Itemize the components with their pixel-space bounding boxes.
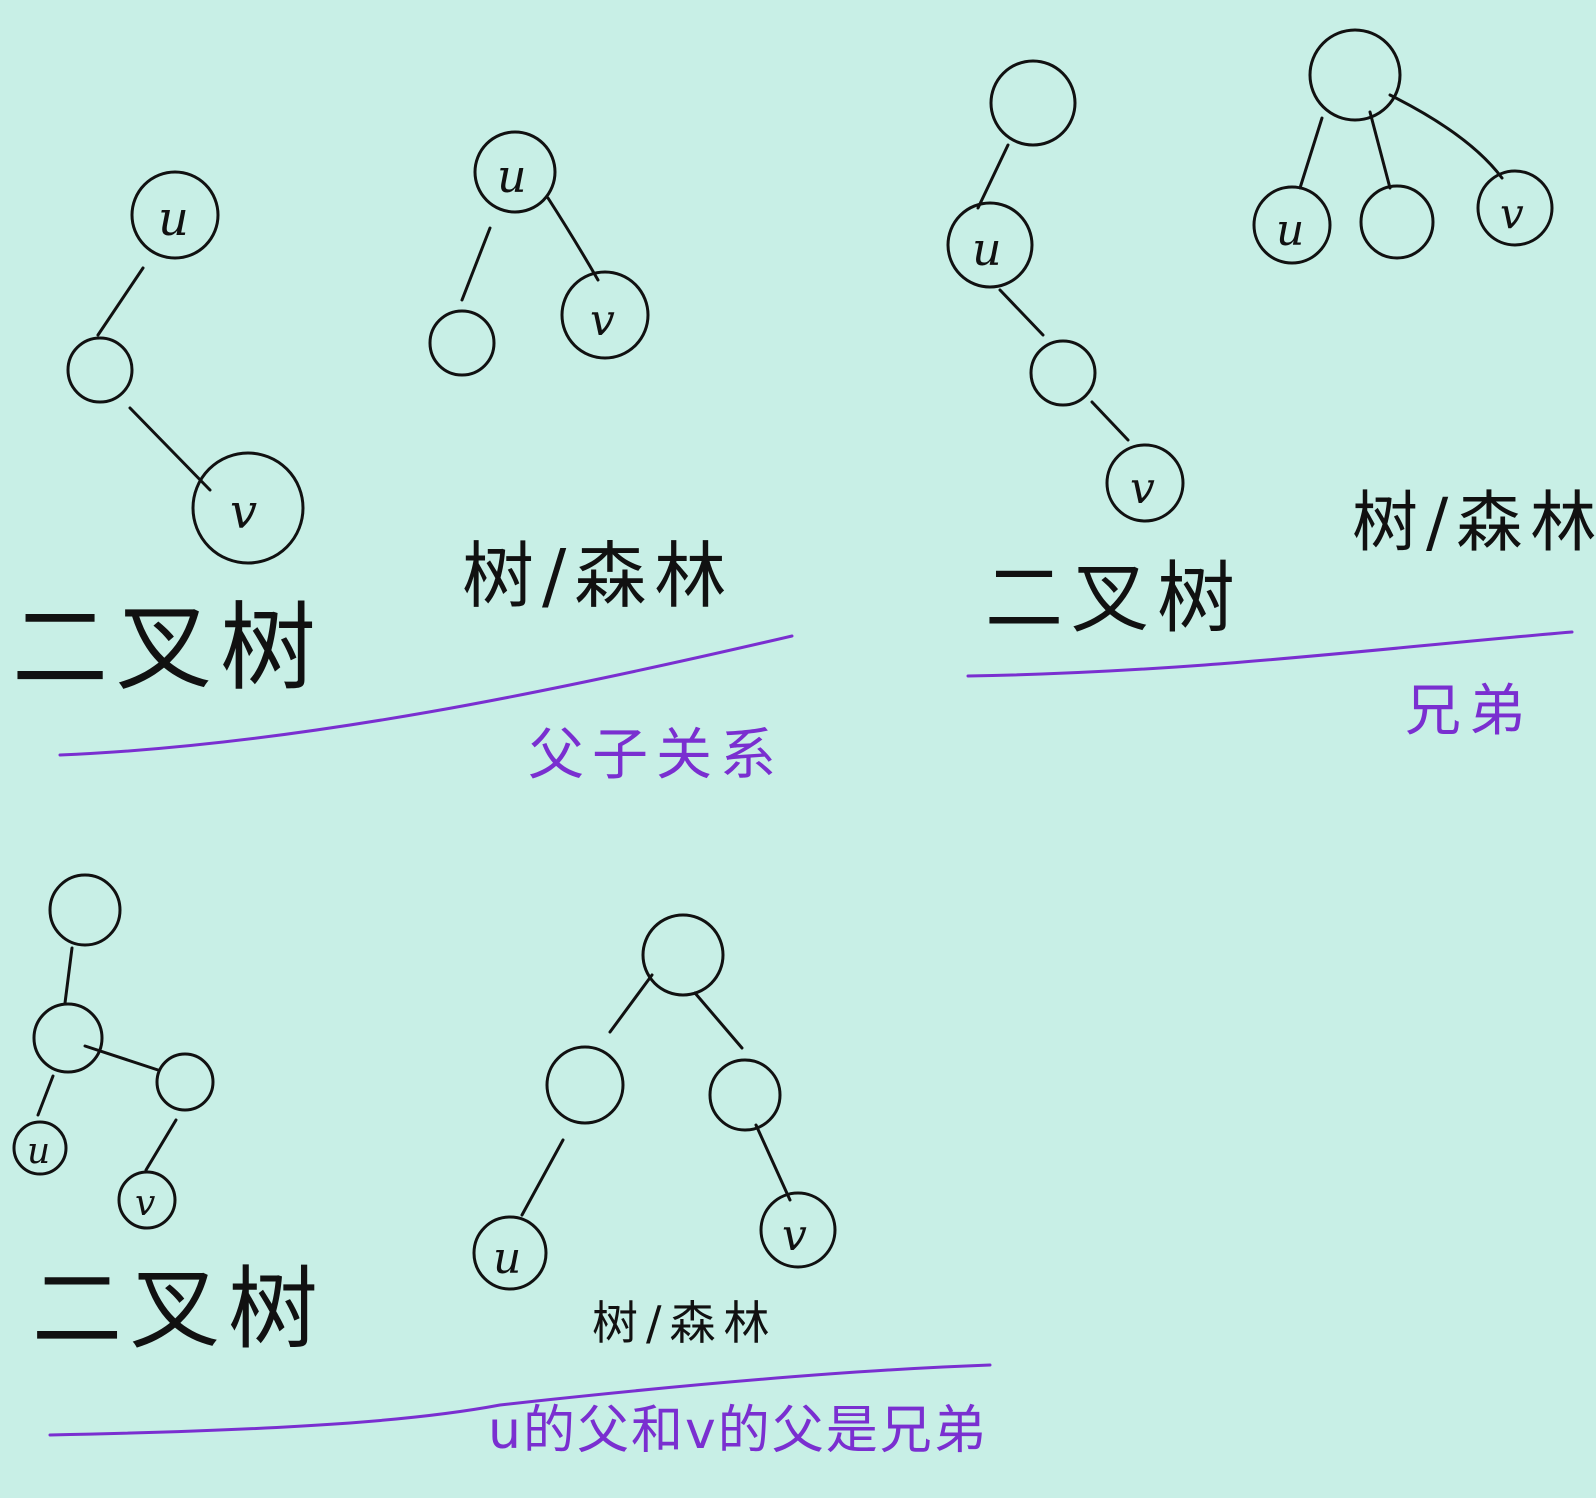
- edge-root-to-u: [1298, 116, 1324, 190]
- section3-relation-label: u的父和v的父是兄弟: [488, 1401, 988, 1461]
- node-v-label: v: [782, 1210, 807, 1261]
- node-v-label: v: [1130, 463, 1155, 514]
- node-right: [708, 1058, 782, 1132]
- node-u-label: u: [1276, 205, 1304, 256]
- edge-root-to-middle: [1368, 110, 1392, 190]
- edge-root-to-right: [693, 991, 744, 1050]
- section2-tree-forest-caption: 树/森林: [1352, 484, 1596, 561]
- section1-tree-forest-caption: 树/森林: [462, 534, 735, 618]
- node-middle: [32, 1002, 104, 1074]
- section2-tree-forest: u v: [1252, 28, 1554, 265]
- node-root: [1308, 28, 1402, 122]
- section3-binary-tree-caption: 二叉树: [32, 1257, 326, 1362]
- edge-root-to-left: [608, 973, 654, 1034]
- edge-u-to-middle: [998, 288, 1045, 337]
- node-u: [12, 1120, 68, 1176]
- section1-relation-label: 父子关系: [528, 723, 784, 788]
- section3-tree-forest: u v: [472, 913, 837, 1291]
- section1-binary-tree-caption: 二叉树: [12, 592, 324, 704]
- section2-relation-label: 兄弟: [1405, 679, 1533, 744]
- section2-binary-tree: u v: [946, 59, 1185, 523]
- node-middle: [1029, 339, 1097, 407]
- edge-u-to-left: [460, 226, 492, 302]
- section1-tree-forest: u v: [428, 130, 650, 377]
- node-u: [946, 201, 1034, 289]
- edge-middle-to-v: [1090, 400, 1130, 442]
- section1-binary-tree: u v: [66, 170, 305, 565]
- node-u-label: u: [27, 1131, 50, 1172]
- node-u: [472, 1215, 548, 1291]
- edge-root-to-middle: [63, 946, 74, 1005]
- node-right: [155, 1052, 215, 1112]
- node-v-label: v: [1500, 189, 1524, 238]
- node-middle: [1359, 184, 1435, 260]
- section3-underline: [48, 1363, 992, 1437]
- edge-right-to-v: [754, 1123, 792, 1202]
- edge-u-to-v: [546, 196, 600, 282]
- node-root: [48, 873, 122, 947]
- edge-left-to-v: [128, 406, 212, 492]
- edge-root-to-v: [1388, 93, 1504, 180]
- node-v: [560, 270, 650, 360]
- node-root: [989, 59, 1077, 147]
- node-v: [1476, 169, 1554, 247]
- node-root: [641, 913, 725, 997]
- section2-binary-tree-caption: 二叉树: [985, 554, 1244, 644]
- edge-root-to-u: [976, 143, 1010, 210]
- node-u: [130, 170, 220, 260]
- node-v-label: v: [230, 484, 257, 540]
- node-v-label: v: [590, 295, 615, 346]
- section2-underline: [966, 630, 1574, 678]
- node-v: [1105, 443, 1185, 523]
- section3-tree-forest-caption: 树/森林: [592, 1296, 778, 1350]
- edge-middle-to-u: [36, 1074, 55, 1117]
- edge-middle-to-right: [83, 1044, 160, 1072]
- node-u-label: u: [972, 222, 1002, 276]
- node-v-label: v: [135, 1183, 155, 1224]
- node-u-label: u: [497, 149, 527, 203]
- edge-u-to-left: [96, 266, 145, 337]
- section1-underline: [58, 634, 794, 757]
- node-left: [545, 1045, 625, 1125]
- edge-left-to-u: [520, 1138, 565, 1217]
- edge-right-to-v: [144, 1118, 178, 1172]
- node-v: [759, 1191, 837, 1269]
- node-middle: [66, 336, 134, 404]
- node-v: [117, 1170, 177, 1230]
- node-u-label: u: [493, 1233, 521, 1284]
- node-v: [191, 451, 305, 565]
- node-u-label: u: [158, 191, 189, 247]
- node-u: [473, 130, 557, 214]
- node-left: [428, 309, 496, 377]
- section3-binary-tree: u v: [12, 873, 215, 1230]
- node-u: [1252, 185, 1332, 265]
